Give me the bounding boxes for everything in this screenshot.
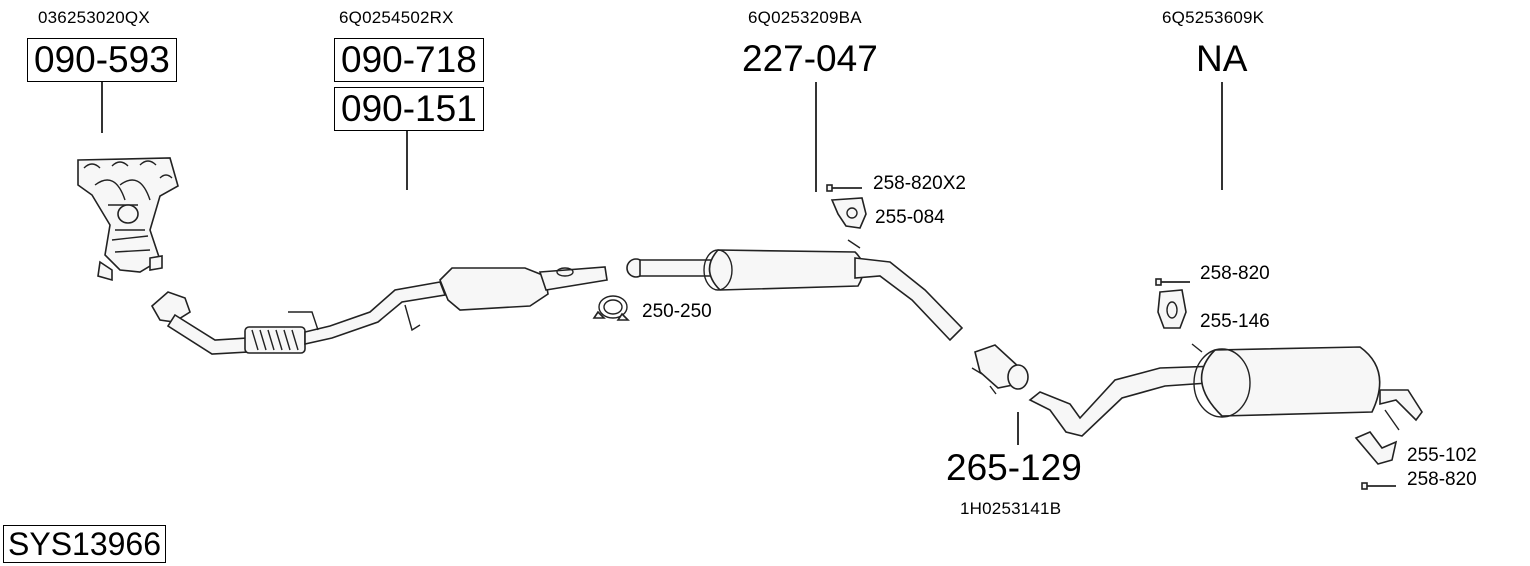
- middle-box-part[interactable]: [626, 239, 964, 342]
- connector-part[interactable]: [971, 344, 1029, 395]
- accessory-hanger-rear-label[interactable]: 255-146: [1200, 311, 1270, 332]
- oe-number-rear-box: 6Q5253609K: [1162, 8, 1265, 27]
- accessory-clamp-label[interactable]: 250-250: [642, 301, 712, 322]
- oe-number-connector: 1H0253141B: [960, 499, 1062, 518]
- accessory-bolt-mid-label[interactable]: 258-820X2: [873, 173, 966, 194]
- manifold-part[interactable]: [77, 157, 179, 282]
- hanger-mid-part[interactable]: [830, 197, 867, 229]
- hanger-tail-part[interactable]: [1354, 431, 1398, 465]
- bolt-tail-part[interactable]: [1361, 482, 1396, 490]
- system-id-label: SYS13966: [3, 525, 167, 563]
- hanger-rear-part[interactable]: [1157, 289, 1187, 329]
- part-number-front-pipe-b[interactable]: 090-151: [334, 87, 484, 131]
- part-number-connector[interactable]: 265-129: [946, 447, 1082, 488]
- part-number-manifold[interactable]: 090-593: [27, 38, 177, 82]
- part-number-rear-box[interactable]: NA: [1196, 38, 1248, 79]
- rear-box-part[interactable]: [1028, 343, 1423, 437]
- bolt-mid-part[interactable]: [826, 184, 862, 192]
- accessory-bolt-rear-label[interactable]: 258-820: [1200, 263, 1270, 284]
- clamp-part[interactable]: [592, 295, 630, 321]
- part-number-front-pipe-a[interactable]: 090-718: [334, 38, 484, 82]
- front-pipe-part[interactable]: [150, 266, 608, 355]
- oe-number-middle-box: 6Q0253209BA: [748, 8, 862, 27]
- oe-number-manifold: 036253020QX: [38, 8, 150, 27]
- accessory-bolt-tail-label[interactable]: 258-820: [1407, 469, 1477, 490]
- accessory-hanger-mid-label[interactable]: 255-084: [875, 207, 945, 228]
- bolt-rear-part[interactable]: [1155, 278, 1190, 286]
- part-number-middle-box[interactable]: 227-047: [742, 38, 878, 79]
- oe-number-front-pipe: 6Q0254502RX: [339, 8, 454, 27]
- accessory-hanger-tail-label[interactable]: 255-102: [1407, 445, 1477, 466]
